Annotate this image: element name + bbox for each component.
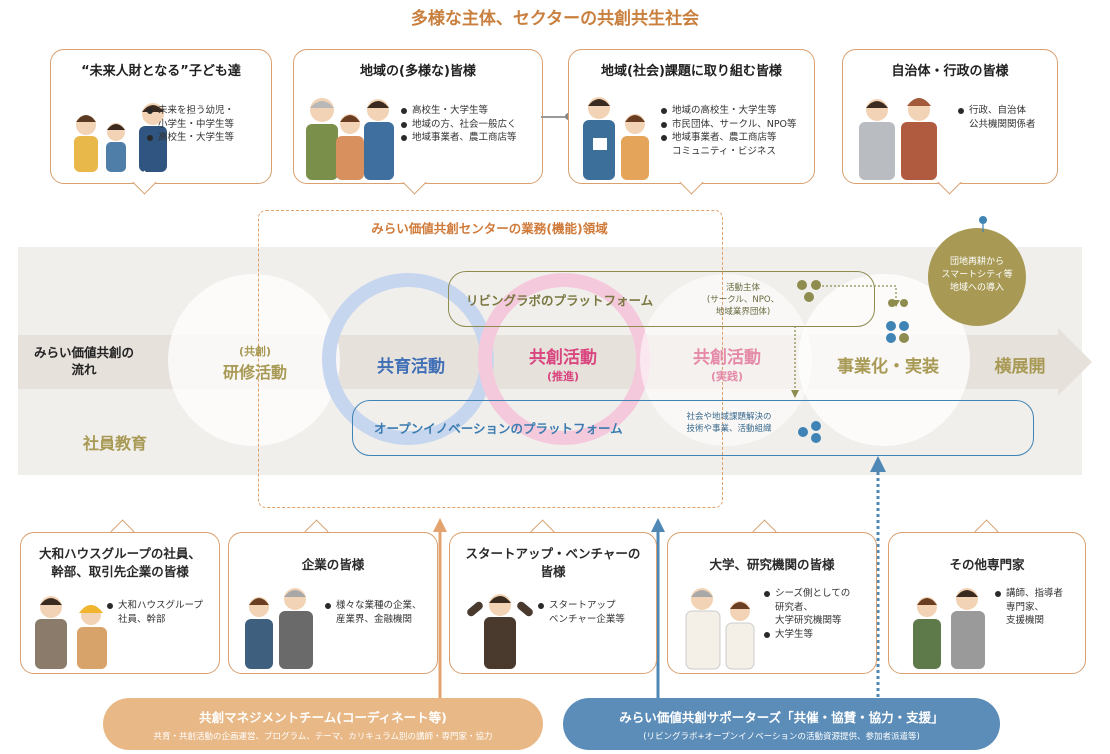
kyoso-promo-label: 共創活動 (推進)	[529, 348, 597, 383]
box-daiwa-title: 大和ハウスグループの社員、 幹部、取引先企業の皆様	[39, 546, 201, 579]
page-title: 多様な主体、セクターの共創共生社会	[410, 9, 700, 29]
box-local-people-list: 高校生・大学生等 地域の方、社会一般広く 地域事業者、農工商店等	[401, 104, 517, 145]
box-social-issues-list: 地域の高校生・大学生等 市民団体、サークル、NPO等 地域事業者、農工商店等 コ…	[661, 104, 797, 158]
box-experts-list: 講師、指導者 専門家、 支援機関	[995, 587, 1063, 628]
companies-illustration	[245, 588, 313, 669]
box-daiwa: 大和ハウスグループの社員、 幹部、取引先企業の皆様 大和ハウスグループ 社員、幹…	[20, 532, 220, 674]
daiwa-illustration	[35, 596, 107, 669]
open-innovation-platform	[352, 400, 1034, 456]
expand-label: 横展開	[994, 357, 1046, 377]
living-lab-arrow	[822, 285, 900, 307]
open-innovation-note: 社会や地域課題解決の 技術や事業、活動組織	[686, 412, 772, 434]
center-domain-label: みらい価値共創センターの業務(機能)領域	[371, 221, 608, 236]
open-innovation-label: オープンイノベーションのプラットフォーム	[374, 421, 623, 436]
smartcity-pointer	[979, 216, 987, 232]
supporters-sub: (リビングラボ+オープンイノベーションの活動資源提供、参加者派遣等)	[643, 732, 920, 742]
box-government-title: 自治体・行政の皆様	[891, 64, 1009, 79]
box-government-list: 行政、自治体 公共機関関係者	[958, 104, 1036, 131]
smartcity-circle	[928, 228, 1026, 326]
box-startup-list: スタートアップ ベンチャー企業等	[538, 599, 625, 626]
box-companies: 企業の皆様 様々な業種の企業、 産業界、金融機関	[228, 532, 438, 674]
social-issues-illustration	[583, 97, 649, 180]
box-companies-list: 様々な業種の企業、 産業界、金融機関	[325, 599, 422, 626]
employee-education: 社員教育	[82, 434, 147, 453]
children-illustration	[74, 103, 167, 172]
box-university-title: 大学、研究機関の皆様	[709, 557, 835, 572]
living-lab-note: 活動主体 (サークル、NPO、 地域業界団体)	[706, 283, 780, 317]
box-social-issues: 地域(社会)課題に取り組む皆様 地域の高校生・大学生等 市民団体、サークル、NP…	[568, 49, 815, 184]
flow-arrow-head	[1058, 328, 1092, 396]
open-up-arrow	[870, 456, 886, 700]
mgmt-team-title: 共創マネジメントチーム(コーディネート等)	[199, 710, 447, 725]
kyoiku-label: 共育活動	[377, 357, 445, 377]
box-children-list: 未来を担う幼児・ 小学生・中学生等 高校生・大学生等	[147, 104, 234, 145]
training-label: (共創) 研修活動	[222, 345, 287, 382]
box-startup-title: スタートアップ・ベンチャーの 皆様	[465, 546, 641, 579]
flow-label: みらい価値共創の 流れ	[33, 345, 134, 377]
box-experts: その他専門家 講師、指導者 専門家、 支援機関	[888, 532, 1086, 674]
box-startup: スタートアップ・ベンチャーの 皆様 スタートアップ ベンチャー企業等	[449, 532, 657, 674]
practice-circle	[640, 274, 812, 446]
center-domain-frame	[258, 210, 723, 508]
box-social-issues-title: 地域(社会)課題に取り組む皆様	[601, 64, 782, 79]
box-children: “未来人財となる”子ども達 未来を担う幼児・ 小学生・中学生等 高校生・大学生等	[50, 49, 272, 184]
training-circle	[168, 274, 340, 446]
box-companies-title: 企業の皆様	[301, 557, 365, 572]
box-university-list: シーズ側としての 研究者、 大学研究機関等 大学生等	[764, 587, 850, 641]
box-children-title: “未来人財となる”子ども達	[81, 64, 241, 79]
box-government: 自治体・行政の皆様 行政、自治体 公共機関関係者	[842, 49, 1058, 184]
kyoso-practice-label: 共創活動 (実践)	[693, 348, 761, 383]
experts-illustration	[913, 588, 985, 669]
supporters-title: みらい価値共創サポーターズ「共催・協賛・協力・支援」	[619, 710, 944, 725]
startup-illustration	[467, 594, 533, 669]
box-university: 大学、研究機関の皆様 シーズ側としての 研究者、 大学研究機関等 大学生等	[667, 532, 877, 674]
box-local-people: 地域の(多様な)皆様 高校生・大学生等 地域の方、社会一般広く 地域事業者、農工…	[293, 49, 543, 184]
mgmt-up-arrow	[433, 518, 447, 710]
university-illustration	[685, 588, 755, 670]
supporters-bar: みらい価値共創サポーターズ「共催・協賛・協力・支援」 (リビングラボ+オープンイ…	[563, 698, 1000, 750]
smartcity-text: 団地再耕から スマートシティ等 地域への導入	[941, 257, 1013, 293]
box-local-people-title: 地域の(多様な)皆様	[360, 64, 476, 79]
mgmt-team-sub: 共育・共創活動の企画運営、プログラム、テーマ、カリキュラム別の講師・専門家・協力	[153, 732, 493, 742]
mgmt-team-bar: 共創マネジメントチーム(コーディネート等) 共育・共創活動の企画運営、プログラム…	[103, 698, 543, 750]
living-to-open-arrow	[791, 326, 799, 398]
supporter-up-arrow	[651, 518, 665, 710]
box-experts-title: その他専門家	[949, 557, 1025, 572]
local-people-illustration	[306, 98, 394, 180]
living-lab-platform	[448, 271, 875, 327]
living-lab-label: リビングラボのプラットフォーム	[466, 293, 654, 308]
business-label: 事業化・実装	[837, 357, 939, 377]
government-illustration	[859, 98, 937, 180]
box-daiwa-list: 大和ハウスグループ 社員、幹部	[107, 599, 203, 626]
connector-line	[541, 116, 568, 118]
